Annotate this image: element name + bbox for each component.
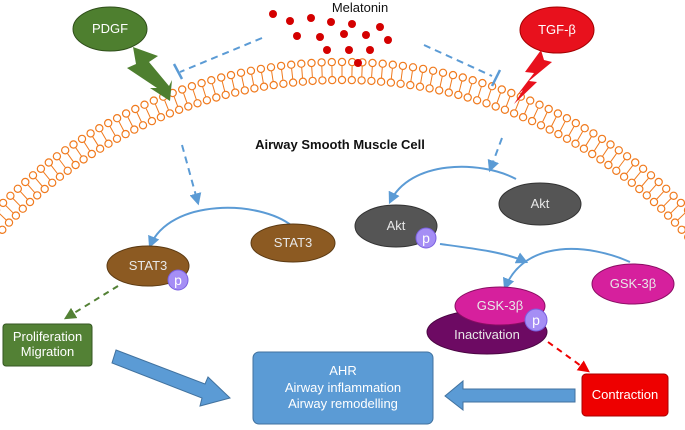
akt-inactive [498, 182, 582, 226]
melatonin-molecules [269, 10, 392, 67]
inactivation-to-contraction-arrow [547, 341, 590, 373]
proliferation-migration-text: Proliferation Migration [3, 324, 92, 366]
cell-title: Airway Smooth Muscle Cell [255, 136, 425, 152]
gsk-phospho-label: p [532, 311, 540, 328]
pdgf-signal-arrow [181, 144, 202, 206]
gsk-activation-arrow [503, 248, 631, 291]
akt-phospho-badge [415, 227, 437, 249]
stat3-to-proliferation-arrow [63, 285, 119, 320]
akt-activation-arrow [388, 165, 517, 205]
gsk-inactive [591, 263, 675, 305]
melatonin-inhibition-right [423, 44, 502, 87]
akt-active-label: Akt [386, 217, 406, 233]
akt-to-gsk-arrow [439, 243, 529, 264]
tgf-beta-label: TGF-β [538, 21, 576, 37]
gsk-active-label: GSK-3β [476, 297, 524, 313]
tgf-beta-ligand [519, 6, 595, 54]
pdgf-lightning-icon [127, 47, 172, 101]
akt-inactive-label: Akt [530, 195, 550, 211]
pdgf-label: PDGF [91, 20, 129, 36]
ahr-label: AHR [329, 362, 357, 378]
cell-membrane [0, 57, 685, 240]
stat3-inactive [250, 223, 336, 263]
stat3-phospho-label: p [174, 271, 182, 288]
gsk-active [454, 286, 546, 326]
airway-outcomes-box [252, 351, 434, 425]
left-block-arrow [111, 349, 231, 407]
stat3-active-label: STAT3 [128, 257, 168, 273]
pdgf-ligand [72, 6, 148, 52]
right-block-arrow [444, 379, 576, 412]
airway-remodelling-label: Airway remodelling [288, 396, 398, 412]
airway-outcomes-text: AHR Airway inflammation Airway remodelli… [253, 352, 433, 424]
contraction-label: Contraction [591, 386, 659, 402]
proliferation-migration-box [2, 323, 93, 367]
migration-label: Migration [20, 344, 75, 359]
akt-phospho-label: p [422, 229, 430, 246]
gsk-inactive-label: GSK-3β [609, 275, 657, 291]
stat3-inactive-label: STAT3 [273, 234, 313, 250]
melatonin-inhibition-left [172, 37, 263, 80]
airway-inflammation-label: Airway inflammation [284, 379, 402, 395]
stat3-phospho-badge [167, 269, 189, 291]
contraction-box [581, 373, 669, 417]
proliferation-label: Proliferation [12, 329, 83, 345]
stat3-activation-arrow [148, 206, 293, 249]
inactivation-label: Inactivation [454, 326, 520, 342]
tgf-signal-arrow [487, 137, 503, 173]
melatonin-label: Melatonin [331, 0, 389, 15]
gsk-phospho-badge [524, 308, 548, 332]
tgf-lightning-icon [514, 50, 552, 104]
